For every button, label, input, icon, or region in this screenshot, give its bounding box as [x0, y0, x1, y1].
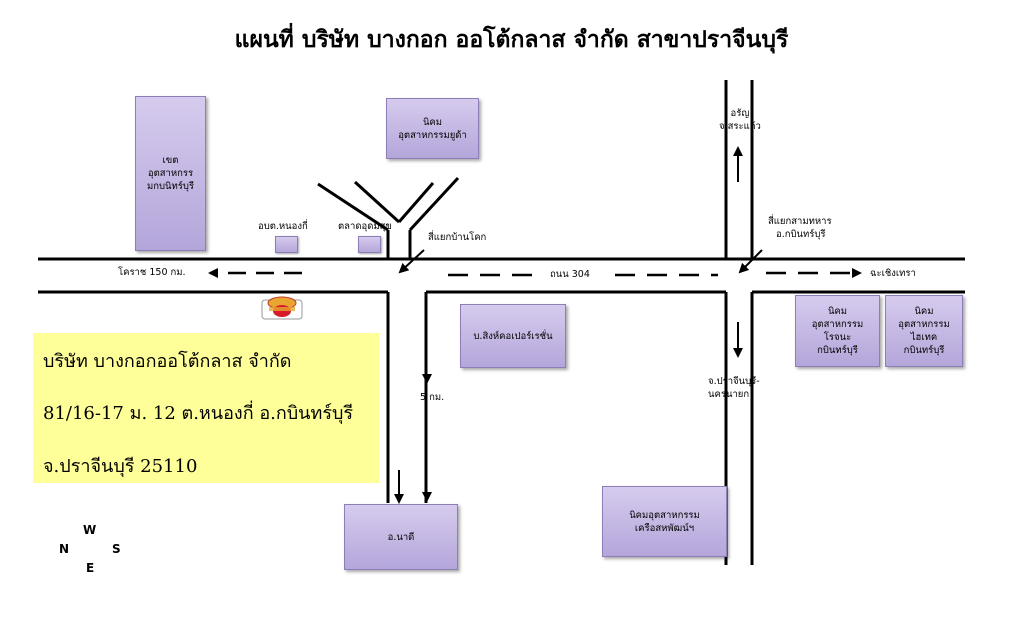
nong-ki-sao-marker	[275, 236, 298, 253]
udomsuk-market-marker	[358, 236, 381, 253]
yudha-estate-box: นิคม อุตสาหกรรมยูด้า	[386, 98, 479, 159]
label-chachoengsao: ฉะเชิงเทรา	[870, 268, 916, 279]
singh-corporation-box: บ.สิงห์คอเปอร์เรชั่น	[460, 304, 566, 368]
company-address-box: บริษัท บางกอกออโต้กลาส จำกัด 81/16-17 ม.…	[33, 333, 379, 483]
label-aranyaprathet: อรัญ จ.สระแก้ว	[719, 108, 761, 132]
company-logo-icon	[261, 296, 303, 320]
label-prachinburi-nayok: จ.ปราจีนบุรี- นครนายก	[708, 376, 760, 400]
sahapat-estate-box: นิคมอุตสาหกรรม เครือสหพัฒน์ฯ	[602, 486, 727, 557]
company-name: บริษัท บางกอกออโต้กลาส จำกัด	[43, 351, 292, 372]
label-nong-ki-sao: อบต.หนองกี่	[258, 221, 308, 232]
company-province: จ.ปราจีนบุรี 25110	[43, 456, 198, 477]
hitech-estate-box: นิคม อุตสาหกรรม ไฮเทค กบินทร์บุรี	[885, 295, 963, 367]
compass-e: E	[86, 561, 95, 575]
map-title: แผนที่ บริษัท บางกอก ออโต้กลาส จำกัด สาข…	[234, 26, 789, 53]
label-ban-khok-junction: สี่แยกบ้านโคก	[428, 232, 487, 243]
label-udomsuk-market: ตลาดอุดมสุข	[338, 221, 392, 232]
company-address: 81/16-17 ม. 12 ต.หนองกี่ อ.กบินทร์บุรี	[43, 403, 354, 424]
label-five-km: 5 กม.	[420, 392, 445, 403]
rojana-estate-box: นิคม อุตสาหกรรม โรจนะ กบินทร์บุรี	[795, 295, 880, 367]
industrial-zone-box: เขต อุตสาหกรร มกบนิทร์บุรี	[135, 96, 206, 251]
label-samsahar-junction: สี่แยกสามทหาร อ.กบินทร์บุรี	[768, 216, 832, 240]
compass-s: S	[112, 542, 121, 556]
label-road-304: ถนน 304	[550, 269, 590, 280]
label-korat: โคราช 150 กม.	[118, 267, 186, 278]
compass-n: N	[59, 542, 70, 556]
compass-w: W	[83, 523, 97, 537]
na-di-box: อ.นาดี	[344, 504, 458, 570]
